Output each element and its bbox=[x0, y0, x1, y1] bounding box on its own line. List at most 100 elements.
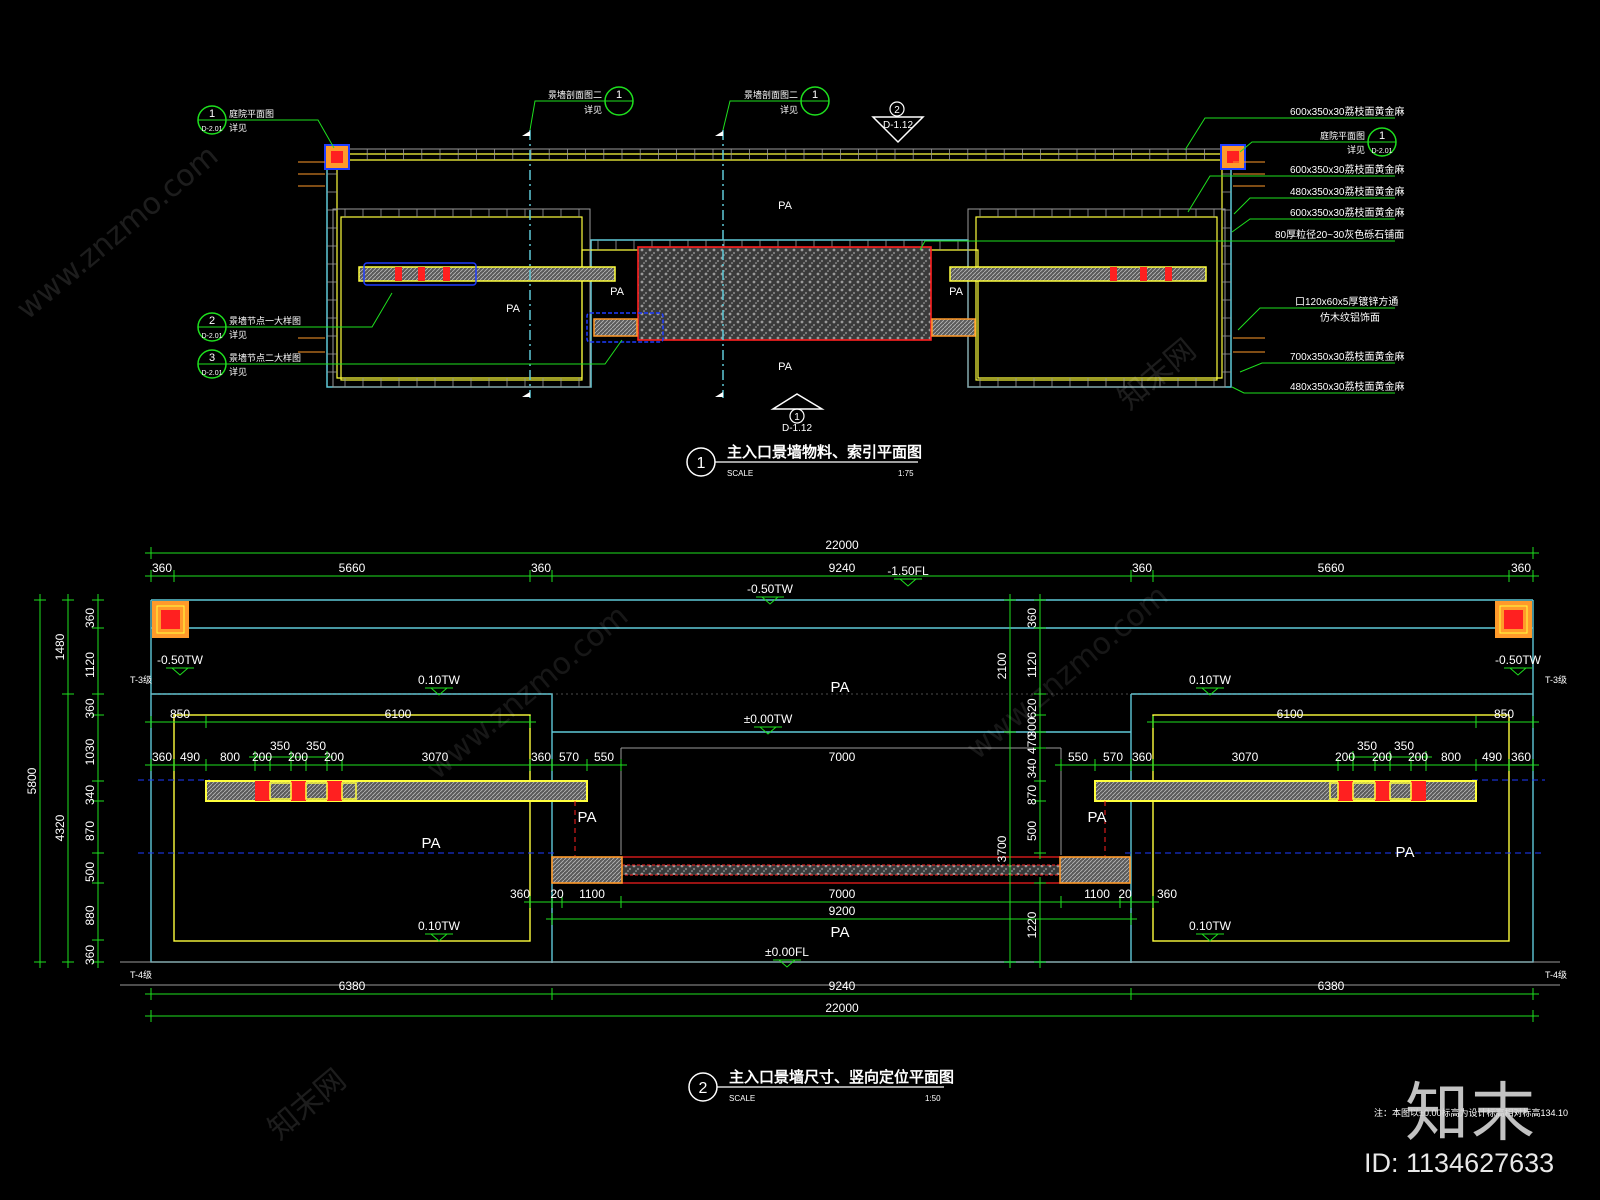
scale-label: SCALE bbox=[729, 1094, 755, 1103]
callout-text: 庭院平面图 bbox=[229, 108, 274, 119]
plan1-feature-walls bbox=[358, 262, 1207, 343]
gravel-bed bbox=[637, 246, 932, 341]
elevation-value: -0.50TW bbox=[747, 582, 794, 596]
plan2-feature-walls bbox=[205, 780, 1477, 802]
step-label: T-4级 bbox=[1545, 969, 1567, 980]
callout-sheet: D-2.01 bbox=[201, 370, 222, 377]
plan1-title: 主入口景墙物料、索引平面图 bbox=[727, 443, 922, 461]
material-label: 600x350x30荔枝面黄金麻 bbox=[1290, 163, 1405, 176]
dimension-value: 550 bbox=[594, 750, 614, 764]
dimension-value: 6380 bbox=[339, 979, 366, 993]
scale-value: 1:75 bbox=[898, 469, 914, 478]
dimension-value: 3070 bbox=[422, 750, 449, 764]
elevation-value: ±0.00TW bbox=[744, 712, 793, 726]
dimension-value: 6100 bbox=[1277, 707, 1304, 721]
dimension-value: 500 bbox=[1025, 821, 1039, 841]
dimension-value: 340 bbox=[1025, 758, 1039, 778]
dimension-value: 9240 bbox=[829, 561, 856, 575]
zone-label: PA bbox=[778, 200, 793, 212]
dimension-value: 350 bbox=[1394, 739, 1414, 753]
callout-num: 1 bbox=[812, 89, 818, 101]
callout-text: 景墙剖面图二 bbox=[744, 89, 798, 100]
dimension-value: 800 bbox=[1441, 750, 1461, 764]
plan2-columns bbox=[152, 601, 1532, 638]
callout-num: 1 bbox=[1379, 130, 1385, 142]
dimension-value: 200 bbox=[252, 750, 272, 764]
callout-text: 景墙节点一大样图 bbox=[229, 315, 301, 326]
dimension-value: 490 bbox=[180, 750, 200, 764]
dimension-value: 360 bbox=[83, 698, 97, 718]
dimension-value: 800 bbox=[220, 750, 240, 764]
dimension-value: 1100 bbox=[1084, 887, 1110, 901]
dimension-value: 360 bbox=[1025, 608, 1039, 628]
callout-sub: 详见 bbox=[780, 104, 798, 115]
dimension-value: 300 bbox=[1025, 717, 1039, 737]
plan1-walls bbox=[326, 148, 1232, 388]
dimension-value: 360 bbox=[1132, 561, 1152, 575]
step-label: T-3级 bbox=[1545, 674, 1567, 685]
index-callout: 2 D-2.01 景墙节点一大样图 详见 bbox=[197, 292, 393, 342]
zone-label: PA bbox=[610, 286, 625, 298]
plan2-walls bbox=[138, 599, 1545, 963]
dimension-value: 350 bbox=[306, 739, 326, 753]
dimension-value: 5800 bbox=[25, 767, 39, 794]
dimension-value: 360 bbox=[152, 561, 172, 575]
material-label: 480x350x30荔枝面黄金麻 bbox=[1290, 185, 1405, 198]
scale-label: SCALE bbox=[727, 469, 753, 478]
callout-sheet: D-2.01 bbox=[1371, 148, 1392, 155]
dimension-value: 1480 bbox=[53, 633, 67, 660]
title-number: 1 bbox=[697, 455, 706, 472]
material-label: 700x350x30荔枝面黄金麻 bbox=[1290, 350, 1405, 363]
callout-text: 景墙节点二大样图 bbox=[229, 352, 301, 363]
dimension-value: 360 bbox=[1157, 887, 1177, 901]
dimension-value: 340 bbox=[83, 785, 97, 805]
step-label: T-4级 bbox=[130, 969, 152, 980]
watermark-id: ID: 1134627633 bbox=[1364, 1148, 1555, 1178]
section-mark-number: 2 bbox=[894, 105, 900, 116]
index-callout: 1 景墙剖面图二 详见 bbox=[722, 86, 830, 131]
callout-num: 3 bbox=[209, 352, 215, 364]
dimension-value: 7000 bbox=[829, 887, 856, 901]
section-mark-ref: D-1.12 bbox=[883, 120, 913, 131]
dimension-value: 360 bbox=[531, 561, 551, 575]
index-callout: 1 D-2.01 庭院平面图 详见 bbox=[197, 105, 335, 149]
zone-label: PA bbox=[422, 835, 441, 852]
callout-sub: 详见 bbox=[229, 329, 247, 340]
zone-label: PA bbox=[778, 361, 793, 373]
material-label: 480x350x30荔枝面黄金麻 bbox=[1290, 380, 1405, 393]
dimension-value: 22000 bbox=[825, 538, 859, 552]
zone-label: PA bbox=[578, 809, 597, 826]
dimension-value: 360 bbox=[531, 750, 551, 764]
dimension-value: 5660 bbox=[339, 561, 366, 575]
dimension-value: 1120 bbox=[83, 652, 97, 678]
dimension-value: 200 bbox=[1335, 750, 1355, 764]
dimension-value: 9200 bbox=[829, 904, 856, 918]
plan2-title: 主入口景墙尺寸、竖向定位平面图 bbox=[729, 1068, 954, 1086]
dimension-value: 5660 bbox=[1318, 561, 1345, 575]
elevation-value: 0.10TW bbox=[418, 919, 461, 933]
dimension-value: 570 bbox=[1103, 750, 1123, 764]
dimension-value: 360 bbox=[1511, 561, 1531, 575]
callout-sub: 详见 bbox=[229, 122, 247, 133]
elevation-value: -1.50FL bbox=[887, 564, 929, 578]
dimension-value: 20 bbox=[1118, 887, 1132, 901]
step-label: T-3级 bbox=[130, 674, 152, 685]
section-mark-number: 1 bbox=[794, 412, 800, 423]
zone-label: PA bbox=[831, 924, 850, 941]
dimension-value: 350 bbox=[1357, 739, 1377, 753]
dimension-value: 4320 bbox=[53, 814, 67, 841]
elevation-value: ±0.00FL bbox=[765, 945, 809, 959]
dimension-value: 870 bbox=[83, 821, 97, 841]
callout-num: 1 bbox=[209, 108, 215, 120]
scale-value: 1:50 bbox=[925, 1094, 941, 1103]
plan2-title-block: 2 主入口景墙尺寸、竖向定位平面图 SCALE 1:50 bbox=[688, 1068, 954, 1103]
dimension-value: 200 bbox=[1372, 750, 1392, 764]
title-number: 2 bbox=[699, 1080, 708, 1097]
elevation-triangle-icon bbox=[777, 959, 797, 968]
zone-label: PA bbox=[506, 303, 521, 315]
callout-sheet: D-2.01 bbox=[201, 126, 222, 133]
callout-text: 庭院平面图 bbox=[1320, 130, 1365, 141]
dimension-value: 360 bbox=[1511, 750, 1531, 764]
dimension-value: 2100 bbox=[995, 652, 1009, 679]
